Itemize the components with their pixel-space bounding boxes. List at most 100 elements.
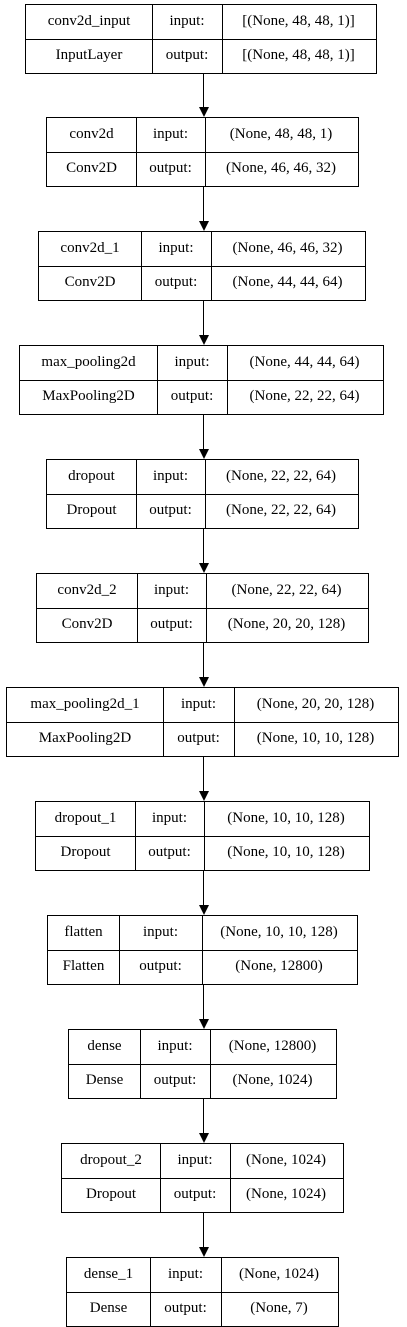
output-shape: (None, 12800)	[235, 957, 323, 974]
output-shape: [(None, 48, 48, 1)]	[242, 46, 355, 63]
input-label: input:	[142, 924, 178, 941]
arrow-head-icon	[199, 905, 209, 915]
connector-line	[203, 529, 205, 564]
layer-type: Flatten	[62, 957, 105, 974]
input-shape: (None, 12800)	[228, 1038, 317, 1055]
connector-line	[203, 74, 205, 108]
output-label: output:	[139, 957, 182, 974]
layer-type: Dropout	[86, 1185, 136, 1202]
layer-type: Dropout	[66, 501, 117, 518]
input-shape: (None, 44, 44, 64)	[249, 354, 360, 371]
row-divider	[47, 493, 358, 495]
input-shape: (None, 10, 10, 128)	[220, 924, 338, 941]
row-divider	[7, 721, 398, 723]
layer-type: Conv2D	[66, 159, 117, 176]
output-shape: (None, 1024)	[246, 1185, 326, 1202]
layer-name: dropout_1	[54, 810, 117, 827]
arrow-head-icon	[199, 791, 209, 801]
row-divider	[47, 151, 358, 153]
output-label: output:	[173, 1185, 217, 1202]
arrow-head-icon	[199, 1133, 209, 1143]
input-label: input:	[152, 126, 188, 143]
arrow-head-icon	[199, 1247, 209, 1257]
row-divider	[20, 379, 383, 381]
row-divider	[69, 1063, 336, 1065]
input-label: input:	[151, 810, 187, 827]
output-shape: (None, 46, 46, 32)	[226, 159, 336, 176]
input-shape: (None, 22, 22, 64)	[226, 468, 336, 485]
output-shape: (None, 1024)	[232, 1071, 313, 1088]
output-shape: (None, 7)	[250, 1299, 308, 1316]
arrow-head-icon	[199, 107, 209, 117]
layer-name: conv2d_1	[60, 240, 120, 257]
layer-type: MaxPooling2D	[38, 729, 132, 746]
layer-name: max_pooling2d_1	[30, 696, 140, 713]
arrow-head-icon	[199, 677, 209, 687]
output-label: output:	[170, 387, 214, 404]
row-divider	[37, 607, 368, 609]
arrow-head-icon	[199, 449, 209, 459]
layer-name: dense_1	[83, 1266, 134, 1283]
connector-line	[203, 187, 205, 222]
layer-type: MaxPooling2D	[42, 387, 135, 404]
input-label: input:	[158, 240, 194, 257]
output-shape: (None, 22, 22, 64)	[226, 501, 336, 518]
connector-line	[203, 301, 205, 336]
layer-type: InputLayer	[55, 46, 123, 63]
input-shape: (None, 22, 22, 64)	[231, 582, 342, 599]
row-divider	[36, 835, 369, 837]
row-divider	[62, 1177, 343, 1179]
output-shape: (None, 44, 44, 64)	[232, 273, 343, 290]
row-divider	[26, 38, 376, 40]
input-label: input:	[153, 582, 189, 599]
connector-line	[203, 871, 205, 906]
output-shape: (None, 10, 10, 128)	[256, 729, 375, 746]
input-label: input:	[157, 1038, 193, 1055]
connector-line	[203, 643, 205, 678]
layer-name: dropout	[68, 468, 115, 485]
layer-type: Conv2D	[64, 273, 116, 290]
input-label: input:	[177, 1152, 213, 1169]
layer-type: Dense	[85, 1071, 124, 1088]
row-divider	[48, 949, 357, 951]
output-label: output:	[164, 1299, 207, 1316]
layer-name: conv2d_2	[57, 582, 117, 599]
input-label: input:	[169, 13, 205, 30]
connector-line	[203, 1213, 205, 1248]
layer-type: Dense	[89, 1299, 128, 1316]
layer-name: conv2d_input	[47, 13, 131, 30]
layer-name: dropout_2	[80, 1152, 142, 1169]
output-label: output:	[153, 1071, 197, 1088]
output-label: output:	[154, 273, 198, 290]
output-label: output:	[148, 843, 191, 860]
input-label: input:	[174, 354, 210, 371]
connector-line	[203, 757, 205, 792]
layer-name: max_pooling2d	[41, 354, 136, 371]
arrow-head-icon	[199, 335, 209, 345]
input-label: input:	[152, 468, 188, 485]
input-shape: (None, 48, 48, 1)	[229, 126, 333, 143]
connector-line	[203, 1099, 205, 1134]
input-shape: (None, 1024)	[246, 1152, 326, 1169]
layer-type: Dropout	[60, 843, 111, 860]
layer-type: Conv2D	[61, 615, 113, 632]
arrow-head-icon	[199, 221, 209, 231]
arrow-head-icon	[199, 1019, 209, 1029]
connector-line	[203, 415, 205, 450]
output-label: output:	[150, 615, 193, 632]
input-shape: (None, 1024)	[239, 1266, 319, 1283]
output-label: output:	[165, 46, 209, 63]
layer-name: dense	[87, 1038, 122, 1055]
input-label: input:	[167, 1266, 203, 1283]
